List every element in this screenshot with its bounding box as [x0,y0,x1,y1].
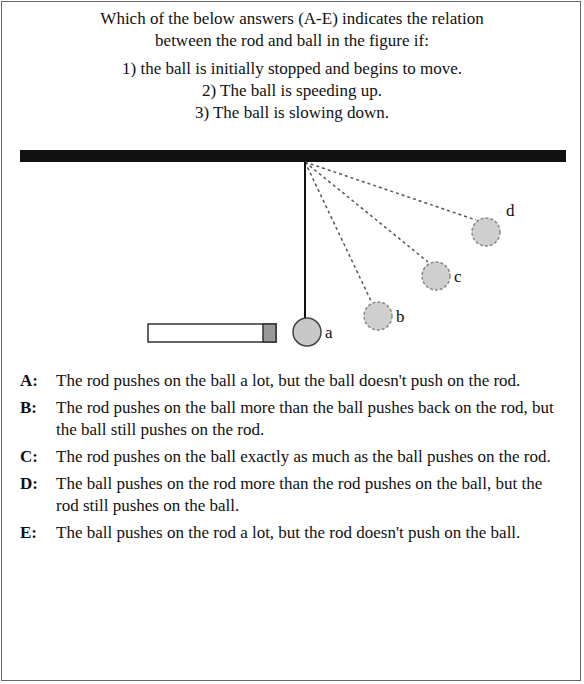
question-title: Which of the below answers (A-E) indicat… [72,8,512,52]
option-letter: A: [20,370,38,392]
option-letter: B: [20,397,37,419]
position-letter: b [396,306,405,328]
position-letter: a [325,322,333,344]
position-letter: d [506,200,515,222]
option-letter: D: [20,473,38,495]
dashed-string [305,162,428,262]
answer-option: B: The rod pushes on the ball more than t… [20,397,568,441]
condition-text: 1) the ball is initially stopped and beg… [20,58,564,80]
rod [148,324,276,342]
answer-option: E: The ball pushes on the rod a lot, but … [20,522,568,544]
ball [293,318,321,346]
answer-options: A: The rod pushes on the ball a lot, but … [20,370,568,549]
condition-text: 3) The ball is slowing down. [20,102,564,124]
option-letter: C: [20,446,38,468]
ball-ghost [422,262,450,290]
position-letter: c [454,266,462,288]
answer-option: A: The rod pushes on the ball a lot, but … [20,370,568,392]
ceiling-bar [20,150,566,162]
ball-ghost [472,218,500,246]
ball-ghost [364,302,392,330]
option-text: The rod pushes on the ball exactly as mu… [56,447,551,466]
option-letter: E: [20,522,37,544]
answer-option: C: The rod pushes on the ball exactly as … [20,446,568,468]
condition-text: 2) The ball is speeding up. [20,80,564,102]
option-text: The rod pushes on the ball a lot, but th… [56,371,520,390]
option-text: The ball pushes on the rod more than the… [56,474,542,515]
answer-option: D: The ball pushes on the rod more than t… [20,473,568,517]
option-text: The ball pushes on the rod a lot, but th… [56,523,520,542]
rod-tip [263,324,276,342]
dashed-string [305,162,476,220]
option-text: The rod pushes on the ball more than the… [56,398,554,439]
pendulum-string [304,162,306,318]
dashed-string [305,162,372,303]
